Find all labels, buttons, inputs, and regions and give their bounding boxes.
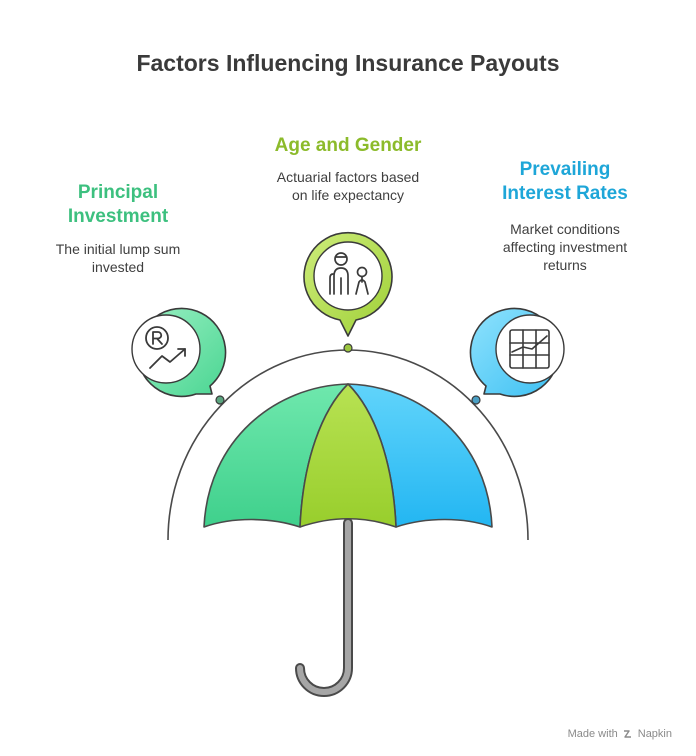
- page-title: Factors Influencing Insurance Payouts: [136, 50, 560, 76]
- description-line: invested: [91, 259, 145, 275]
- age-and-gender-pin: [303, 231, 393, 337]
- rupee-growth-icon: [145, 326, 186, 369]
- description-line: affecting investment: [502, 239, 628, 255]
- heading-line: Interest Rates: [502, 183, 628, 204]
- napkin-logo-icon: [623, 730, 631, 738]
- umbrella-canopy: [203, 383, 493, 528]
- made-with-label: Made with: [567, 728, 618, 740]
- elderly-man-and-girl-icon: [329, 252, 369, 295]
- description-line: returns: [543, 257, 587, 273]
- age-and-gender-heading: Age and Gender: [248, 134, 448, 158]
- heading-line: Investment: [67, 206, 169, 227]
- interest-rates-heading: Prevailing Interest Rates: [480, 158, 650, 206]
- footer-attribution: Made with Napkin: [568, 728, 672, 740]
- connector-dot-middle: [343, 343, 353, 353]
- principal-investment-description: The initial lump sum invested: [40, 240, 196, 276]
- heading-line: Prevailing: [519, 159, 611, 180]
- interest-rates-description: Market conditions affecting investment r…: [480, 220, 650, 274]
- rising-chart-icon: [509, 329, 550, 369]
- connector-dot-left: [215, 395, 225, 405]
- description-line: Market conditions: [510, 221, 620, 237]
- umbrella-handle: [295, 518, 353, 697]
- principal-investment-heading: Principal Investment: [40, 181, 196, 229]
- connector-dot-right: [471, 395, 481, 405]
- principal-investment-pin: [131, 307, 227, 398]
- interest-rates-pin: [469, 307, 565, 398]
- umbrella-handle-inner: [297, 520, 351, 695]
- napkin-brand-label: Napkin: [637, 728, 672, 740]
- age-and-gender-description: Actuarial factors based on life expectan…: [248, 168, 448, 204]
- description-line: The initial lump sum: [55, 241, 181, 257]
- description-line: on life expectancy: [291, 187, 405, 203]
- description-line: Actuarial factors based: [276, 169, 420, 185]
- heading-line: Principal: [77, 182, 159, 203]
- heading-line: Age and Gender: [274, 135, 422, 156]
